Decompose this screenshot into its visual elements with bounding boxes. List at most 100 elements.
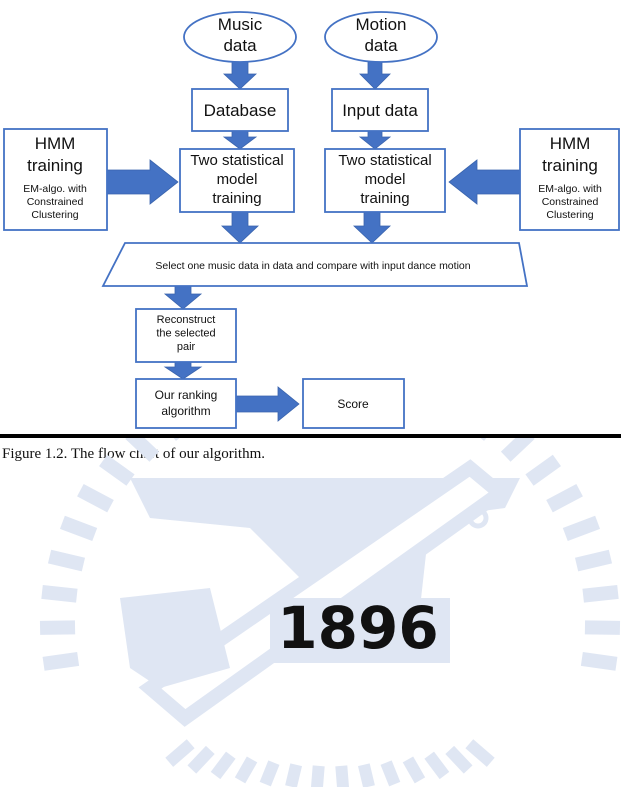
watermark-mark xyxy=(187,745,215,774)
watermark-mark xyxy=(467,507,489,529)
label-line: algorithm xyxy=(161,404,210,418)
database-node xyxy=(191,88,289,132)
watermark-mark xyxy=(210,751,236,780)
label-line: Our ranking xyxy=(155,388,218,402)
arrow-ranking-to-score xyxy=(235,386,300,422)
label-line: model xyxy=(365,171,406,188)
arrow-motion-to-input xyxy=(359,61,391,90)
watermark-mark xyxy=(270,598,450,663)
model-left-label: Two statistical model training xyxy=(190,152,283,207)
watermark-mark xyxy=(120,588,230,688)
watermark-mark xyxy=(311,765,325,787)
hmm-right-node xyxy=(519,128,620,231)
caption-divider xyxy=(0,434,621,438)
watermark-mark xyxy=(99,454,135,486)
model-right-label: Two statistical model training xyxy=(338,152,431,207)
watermark-mark xyxy=(165,739,195,767)
label-line: training xyxy=(27,156,83,175)
ranking-node xyxy=(135,378,237,429)
label-line: EM-algo. with xyxy=(538,183,602,195)
label-line: data xyxy=(223,36,257,55)
label-line: the selected xyxy=(156,328,215,340)
shapes xyxy=(3,11,620,429)
input-data-node xyxy=(331,88,429,132)
watermark-mark xyxy=(59,515,98,542)
label-line: training xyxy=(212,190,261,207)
watermark-mark xyxy=(580,651,618,671)
label-line: Constrained xyxy=(542,196,599,208)
music-data-label: Music data xyxy=(218,15,263,55)
watermark-mark xyxy=(285,763,303,787)
watermark-mark xyxy=(47,549,86,572)
arrow-select-to-reconstruct xyxy=(163,285,203,310)
database-label: Database xyxy=(204,101,277,120)
watermark-mark xyxy=(402,756,426,784)
watermark-mark xyxy=(125,438,160,462)
label-line: data xyxy=(364,36,398,55)
watermark-mark xyxy=(357,763,375,787)
ranking-label: Our ranking algorithm xyxy=(155,388,218,418)
watermark-mark xyxy=(465,739,495,767)
label-line: training xyxy=(360,190,409,207)
watermark-mark xyxy=(424,751,450,780)
arrow-database-to-model xyxy=(222,130,258,150)
input-data-label: Input data xyxy=(342,101,418,120)
label-line: Clustering xyxy=(546,209,593,221)
watermark-mark xyxy=(562,515,601,542)
label-line: model xyxy=(217,171,258,188)
model-left-node xyxy=(179,148,295,213)
label-line: Input data xyxy=(342,101,418,120)
score-node xyxy=(302,378,405,429)
motion-data-label: Motion data xyxy=(355,15,406,55)
watermark-mark xyxy=(500,438,535,462)
arrow-reconstruct-to-ranking xyxy=(163,361,203,380)
select-label: Select one music data in data and compar… xyxy=(155,260,470,272)
label-line: HMM xyxy=(550,134,591,153)
watermark-mark xyxy=(77,483,114,513)
motion-data-node xyxy=(324,11,438,63)
model-right-node xyxy=(324,148,446,213)
watermark-mark xyxy=(234,756,258,784)
label-line: Score xyxy=(337,397,369,411)
select-node xyxy=(101,242,529,287)
label-line: Clustering xyxy=(31,209,78,221)
label-line: EM-algo. with xyxy=(23,183,87,195)
arrow-model-left-to-select xyxy=(220,211,260,244)
label-line: Motion xyxy=(355,15,406,34)
watermark-mark xyxy=(546,483,583,513)
labels: Music data Motion data Database Input data… xyxy=(23,15,602,418)
watermark-mark xyxy=(39,620,76,635)
label-line: Two statistical xyxy=(338,152,431,169)
hmm-left-title-label: HMM training xyxy=(27,134,83,175)
label-line: training xyxy=(542,156,598,175)
label-line: Two statistical xyxy=(190,152,283,169)
arrow-model-right-to-select xyxy=(352,211,392,244)
watermark-mark xyxy=(138,459,512,727)
watermark-mark xyxy=(41,584,78,603)
watermark-year: 1896 xyxy=(277,594,438,662)
reconstruct-node xyxy=(135,308,237,363)
watermark-mark xyxy=(380,760,401,787)
watermark-mark xyxy=(525,454,561,486)
label-line: Select one music data in data and compar… xyxy=(155,260,470,272)
label-line: Reconstruct xyxy=(157,314,216,326)
watermark-mark xyxy=(259,760,280,787)
arrow-hmm-right-to-model xyxy=(448,159,521,205)
watermark-mark xyxy=(335,765,349,787)
arrow-music-to-database xyxy=(222,61,258,90)
figure-caption: Figure 1.2. The flow chart of our algori… xyxy=(2,446,265,462)
arrow-input-to-model xyxy=(358,130,392,150)
label-line: HMM xyxy=(35,134,76,153)
label-line: Music xyxy=(218,15,263,34)
watermark-mark xyxy=(42,651,80,671)
university-seal-watermark: 1896 xyxy=(39,438,621,787)
flow-chart: Music data Motion data Database Input data… xyxy=(3,11,620,429)
watermark-mark xyxy=(445,745,473,774)
watermark-mark xyxy=(582,584,619,603)
hmm-right-title-label: HMM training xyxy=(542,134,598,175)
score-label: Score xyxy=(337,397,369,411)
